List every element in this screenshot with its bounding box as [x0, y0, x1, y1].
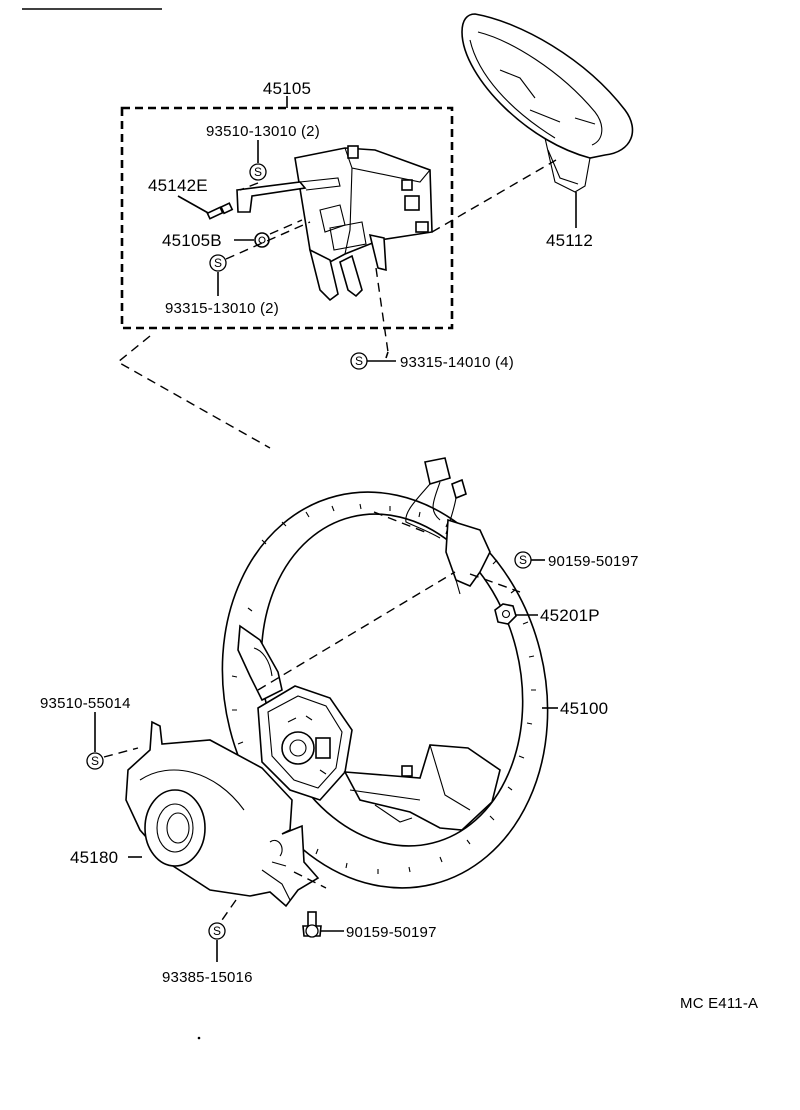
label-90159-50197-top: 90159-50197: [548, 553, 639, 570]
assembly-45105-box: [120, 106, 454, 330]
svg-text:S: S: [91, 754, 99, 768]
s-mark-93315-13010: [209, 254, 227, 272]
svg-text:S: S: [355, 354, 363, 368]
label-93315-13010: 93315-13010 (2): [165, 300, 279, 317]
label-45100: 45100: [560, 699, 608, 718]
svg-text:S: S: [214, 256, 222, 270]
label-90159-50197-bottom: 90159-50197: [346, 924, 437, 941]
s-mark-93385-15016: [208, 922, 226, 940]
s-mark-93510-13010: [249, 163, 267, 181]
horn-pad-45112: [461, 13, 634, 228]
label-45180: 45180: [70, 848, 118, 867]
label-45112: 45112: [546, 231, 593, 250]
label-93315-14010: 93315-14010 (4): [400, 354, 514, 371]
label-45105B: 45105B: [162, 231, 222, 250]
nut-45201P: [494, 603, 538, 625]
label-93510-13010: 93510-13010 (2): [206, 123, 320, 140]
steering-wheel-45100: [221, 457, 549, 889]
figure-code: MC E411-A: [680, 995, 758, 1012]
label-45201P: 45201P: [540, 606, 600, 625]
screw-90159-50197-bottom: [302, 911, 344, 938]
label-93510-55014: 93510-55014: [40, 695, 131, 712]
label-45105: 45105: [263, 79, 311, 98]
nut-45105B: [234, 219, 303, 248]
label-45142E: 45142E: [148, 176, 208, 195]
svg-text:S: S: [519, 553, 527, 567]
pin-45142E: [177, 195, 234, 220]
lower-cover-45180: [125, 720, 320, 908]
svg-text:S: S: [213, 924, 221, 938]
s-mark-93510-55014: [86, 752, 104, 770]
svg-text:S: S: [254, 165, 262, 179]
sensor-bracket: [236, 145, 433, 302]
label-93385-15016: 93385-15016: [162, 969, 253, 986]
